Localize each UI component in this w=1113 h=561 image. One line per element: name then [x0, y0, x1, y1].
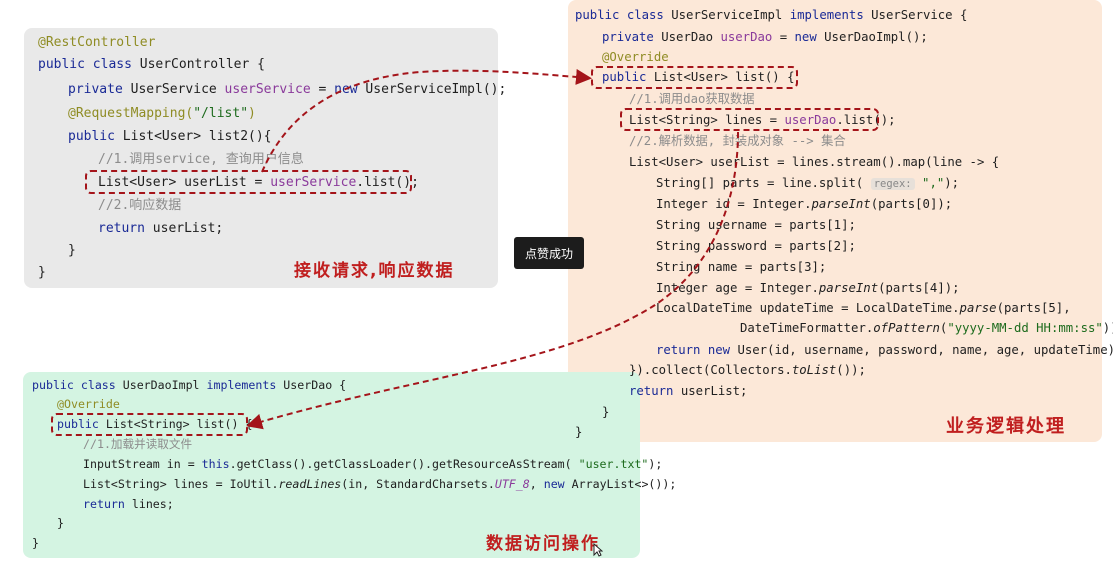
- code-line: List<User> userList = lines.stream().map…: [629, 155, 1000, 169]
- code-comment: //1.加载并读取文件: [83, 437, 193, 451]
- code-line: return userList;: [98, 221, 224, 236]
- code-line: String username = parts[1];: [656, 218, 856, 232]
- code-line: return lines;: [83, 497, 174, 511]
- code-comment: //1.调用dao获取数据: [629, 92, 755, 106]
- mouse-cursor-icon: [593, 543, 603, 557]
- code-line: public class UserDaoImpl implements User…: [32, 378, 347, 392]
- code-line: }: [38, 265, 46, 280]
- code-line: }: [57, 516, 64, 530]
- code-line: List<String> lines = IoUtil.readLines(in…: [83, 477, 677, 491]
- service-list-method-highlight: [591, 66, 798, 89]
- code-line: }: [32, 536, 39, 550]
- dao-label: 数据访问操作: [486, 534, 600, 554]
- code-line: LocalDateTime updateTime = LocalDateTime…: [656, 301, 1071, 315]
- arrow-service-to-dao: [246, 131, 739, 430]
- code-line: List<String> lines = userDao.list();: [629, 113, 896, 127]
- code-line: @Override: [57, 397, 120, 411]
- code-line: @RestController: [38, 35, 156, 50]
- arrow-controller-to-service: [261, 69, 592, 173]
- code-line: DateTimeFormatter.ofPattern("yyyy-MM-dd …: [740, 321, 1113, 335]
- code-line: }: [68, 243, 76, 258]
- code-line: private UserDao userDao = new UserDaoImp…: [602, 30, 928, 44]
- code-line: return new User(id, username, password, …: [656, 343, 1113, 357]
- like-success-toast: 点赞成功: [514, 237, 584, 269]
- service-dao-call-highlight: [620, 108, 879, 131]
- code-line: List<User> userList = userService.list()…: [98, 175, 419, 190]
- code-comment: //2.响应数据: [98, 198, 182, 213]
- code-line: return userList;: [629, 384, 748, 398]
- code-line: public class UserController {: [38, 57, 265, 72]
- code-line: String[] parts = line.split( regex: ",")…: [656, 176, 960, 190]
- controller-label: 接收请求,响应数据: [294, 261, 455, 281]
- code-line: }: [602, 405, 610, 419]
- code-line: public List<User> list2(){: [68, 129, 272, 144]
- code-line: @Override: [602, 50, 669, 64]
- code-line: InputStream in = this.getClass().getClas…: [83, 457, 663, 471]
- code-comment: //1.调用service, 查询用户信息: [98, 152, 304, 167]
- code-line: String password = parts[2];: [656, 239, 856, 253]
- controller-call-highlight: [85, 170, 412, 194]
- code-line: private UserService userService = new Us…: [68, 82, 507, 97]
- code-line: @RequestMapping("/list"): [68, 106, 256, 121]
- code-line: Integer age = Integer.parseInt(parts[4])…: [656, 281, 960, 295]
- dao-panel: [23, 372, 640, 558]
- code-line: String name = parts[3];: [656, 260, 827, 274]
- service-label: 业务逻辑处理: [946, 416, 1066, 437]
- code-line: public class UserServiceImpl implements …: [575, 8, 968, 22]
- service-panel: [568, 0, 1102, 442]
- code-line: Integer id = Integer.parseInt(parts[0]);: [656, 197, 953, 211]
- code-line: public List<User> list() {: [602, 70, 795, 84]
- controller-panel: [24, 28, 498, 288]
- code-line: }: [575, 425, 583, 439]
- code-line: }).collect(Collectors.toList());: [629, 363, 866, 377]
